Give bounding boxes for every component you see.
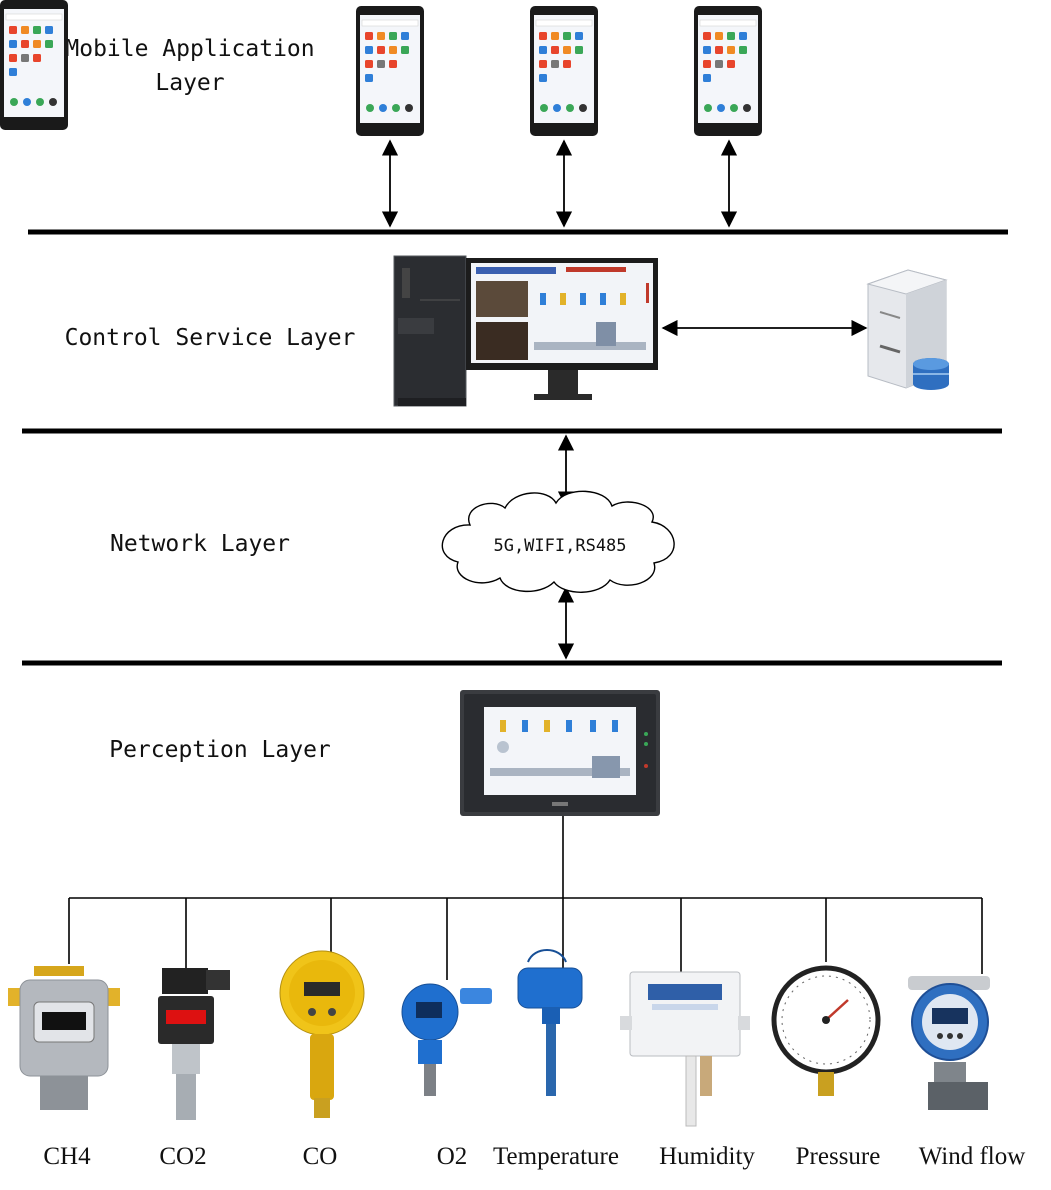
perception-layer-label: Perception Layer [109,737,331,763]
sensor-label-co2: CO2 [159,1143,207,1170]
wind-flow-sensor-icon [908,976,990,1110]
cloud-icon: 5G,WIFI,RS485 [441,490,675,593]
network-layer-label: Network Layer [109,531,290,557]
humidity-sensor-icon [620,971,750,1127]
ch4-sensor-icon [8,966,120,1110]
sensor-label-co: CO [302,1143,338,1170]
co2-sensor-icon [158,968,230,1120]
smartphone-icon-2 [529,5,599,137]
sensor-label-o2: O2 [436,1143,468,1170]
sensor-label-ch4: CH4 [43,1143,91,1170]
network-protocols-text: 5G,WIFI,RS485 [493,536,626,556]
control-layer-label: Control Service Layer [64,325,356,351]
server-database-icon [866,269,949,390]
smartphone-icon-3 [693,5,763,137]
monitor-icon [466,258,658,400]
co-sensor-icon [279,950,365,1118]
sensor-label-pressure: Pressure [795,1143,881,1170]
smartphone-icon [0,0,68,130]
o2-sensor-icon [401,983,492,1096]
sensor-label-wind-flow: Wind flow [918,1143,1026,1170]
smartphone-icon-1 [355,5,425,137]
desktop-tower-icon [393,255,467,407]
temperature-sensor-icon [517,949,583,1096]
sensor-bus [68,816,983,980]
sensor-label-humidity: Humidity [659,1143,755,1170]
mobile-layer-label: Mobile Application Layer [65,36,315,96]
pressure-sensor-icon [771,965,881,1096]
sensor-label-temperature: Temperature [493,1143,619,1170]
touch-panel-icon [460,690,660,816]
